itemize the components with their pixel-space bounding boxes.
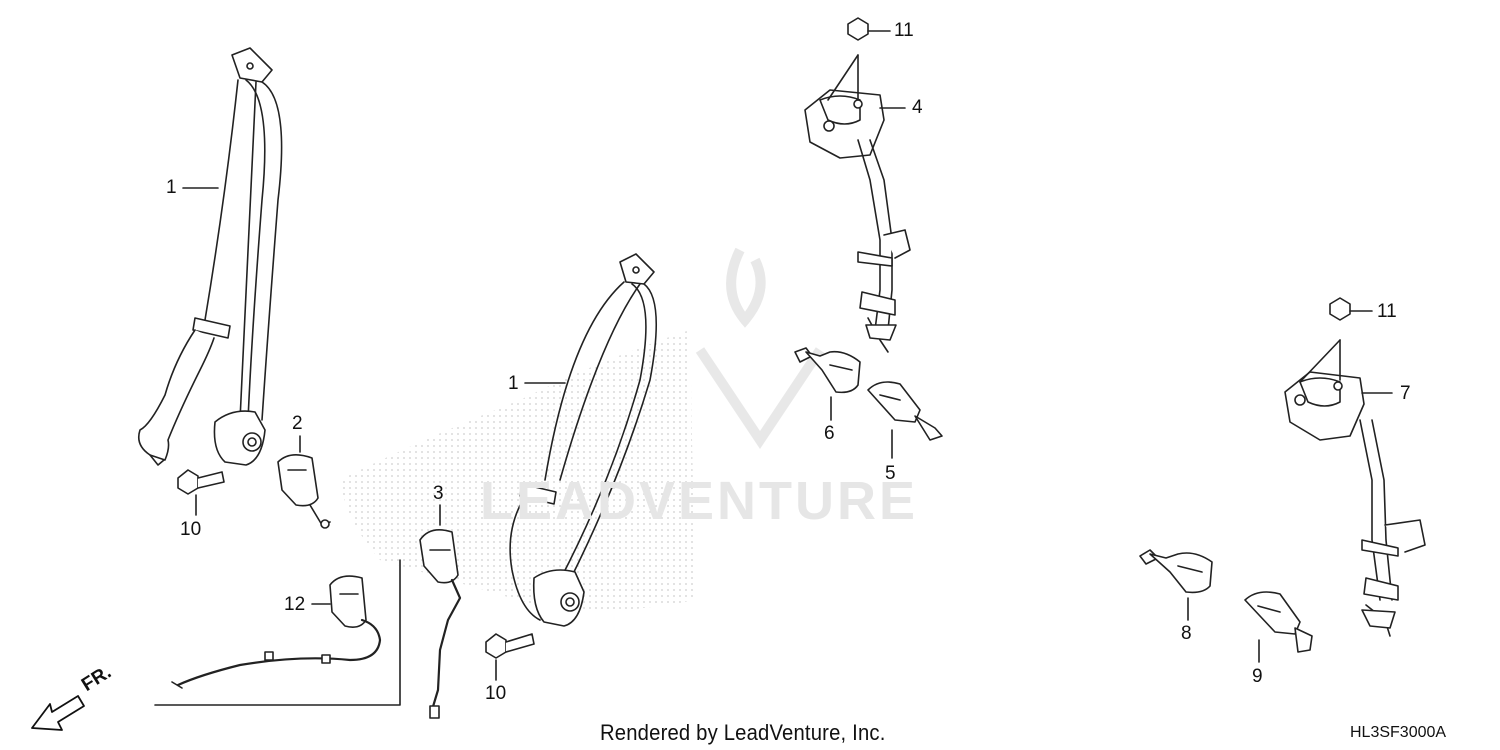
seat-belt-assembly-center: [509, 253, 657, 627]
buckle-6: [794, 347, 861, 394]
callout-1-left: 1: [166, 177, 177, 198]
callout-5: 5: [885, 463, 896, 484]
callout-11-top: 11: [894, 20, 914, 41]
diagram-code: HL3SF3000A: [1350, 724, 1447, 741]
buckle-12: [171, 575, 382, 689]
render-credit: Rendered by LeadVenture, Inc.: [600, 720, 886, 745]
nut-11b: [1329, 297, 1351, 321]
callout-8: 8: [1181, 623, 1192, 644]
bolt-left: [177, 469, 225, 495]
seat-belt-assembly-left: [137, 47, 283, 466]
front-direction-arrow: [31, 695, 85, 731]
callout-4: 4: [912, 97, 923, 118]
retractor-7: [1284, 371, 1426, 637]
bolt-center: [485, 633, 535, 659]
buckle-5: [867, 381, 943, 441]
callout-10-left: 10: [180, 519, 202, 540]
callout-3: 3: [433, 483, 444, 504]
callout-7: 7: [1400, 383, 1411, 404]
callout-1-center: 1: [508, 373, 519, 394]
callout-6: 6: [824, 423, 835, 444]
nut-11a: [847, 17, 869, 41]
callout-11-right: 11: [1377, 301, 1397, 322]
leadventure-logo-watermark: [695, 247, 825, 450]
retractor-4: [804, 89, 911, 353]
callout-9: 9: [1252, 666, 1263, 687]
buckle-2: [277, 454, 331, 529]
buckle-9: [1244, 591, 1313, 653]
frame-line: [154, 559, 401, 706]
buckle-8: [1139, 549, 1213, 594]
buckle-3: [419, 529, 462, 719]
leader-line: [827, 54, 859, 101]
callout-10-center: 10: [485, 683, 507, 704]
callout-2: 2: [292, 413, 303, 434]
watermark-text: LEADVENTURE: [480, 471, 919, 531]
callout-12: 12: [284, 594, 306, 615]
leader-line: [1299, 339, 1341, 383]
